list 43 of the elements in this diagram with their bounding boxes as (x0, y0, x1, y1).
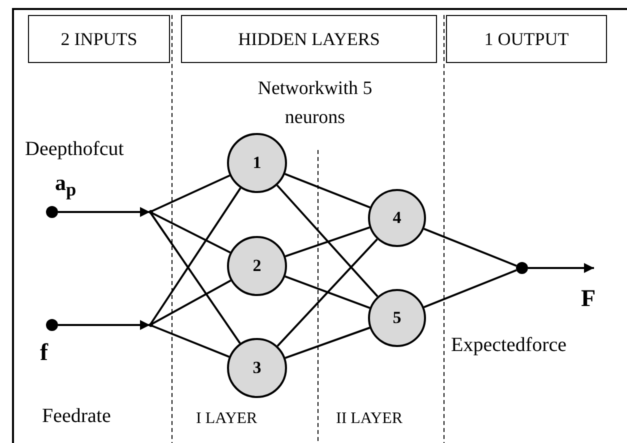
network-caption: Networkwith 5 neurons (256, 77, 374, 130)
layer-header-box (181, 15, 437, 63)
arrow (58, 320, 150, 330)
layer-label: II LAYER (336, 409, 403, 429)
junction-point (149, 210, 153, 214)
terminal-dot (46, 319, 58, 331)
arrow (528, 263, 594, 273)
header-text: 2 INPUTS (60, 28, 138, 50)
input-symbol: f (40, 340, 48, 367)
header-text: HIDDEN LAYERS (238, 28, 380, 50)
connection-line (424, 269, 517, 308)
connection-line (150, 324, 230, 358)
terminal-dot (516, 262, 528, 274)
connection-line (284, 173, 370, 208)
terminal-dot (46, 206, 58, 218)
connection-line (284, 326, 370, 359)
junction-point (149, 323, 153, 327)
neuron-number: 1 (252, 153, 262, 173)
input-symbol: a$_{p}$ (55, 170, 76, 200)
input-label: Feedrate (42, 405, 111, 428)
connection-line (150, 280, 232, 326)
output-symbol: F (581, 286, 596, 313)
neuron-number: 4 (392, 208, 402, 228)
header-text: 1 OUTPUT (484, 28, 569, 50)
neuron-number: 2 (252, 256, 262, 276)
connection-line (149, 211, 241, 344)
neuron-number: 3 (252, 358, 262, 378)
arrow (58, 207, 150, 217)
input-label: Deepthofcut (25, 138, 124, 161)
connection-line (276, 184, 378, 298)
layer-header-box (28, 15, 170, 63)
connection-line (150, 174, 230, 213)
neuron-circle (227, 133, 287, 193)
connection-line (424, 228, 517, 267)
neuron-number: 5 (392, 308, 402, 328)
layer-label: I LAYER (196, 409, 258, 429)
connection-line (150, 211, 231, 254)
connection-line (284, 276, 370, 309)
connection-line (285, 226, 370, 258)
connection-line (276, 238, 378, 347)
connection-line (149, 187, 242, 326)
layer-header-box (446, 15, 607, 63)
output-label: Expectedforce (451, 334, 566, 357)
